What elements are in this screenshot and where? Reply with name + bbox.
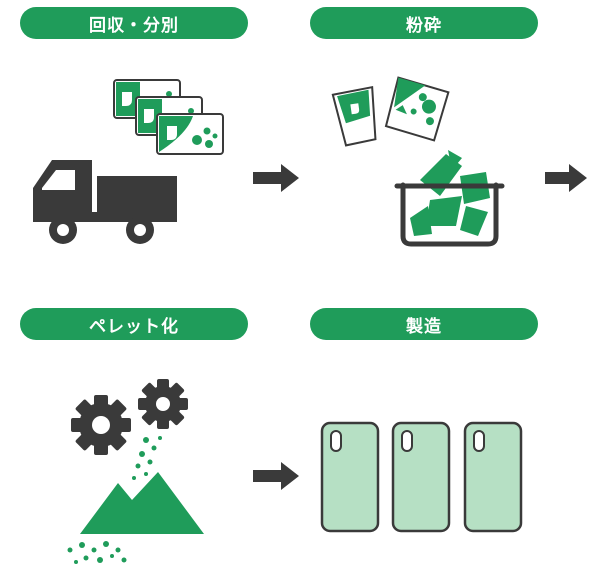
basket-icon — [394, 150, 505, 247]
gear-icon — [71, 395, 131, 455]
truck-icon — [33, 160, 177, 244]
arrow-right-icon — [545, 164, 587, 192]
cards-icon — [113, 79, 224, 155]
phone-case-icon — [320, 421, 380, 533]
phone-case-icon — [391, 421, 451, 533]
gear-icon — [138, 379, 188, 429]
step-label-collection: 回収・分別 — [20, 7, 248, 39]
step-label-crushing: 粉砕 — [310, 7, 538, 39]
pellet-mountain-icon — [67, 436, 204, 564]
phone-case-icon — [463, 421, 523, 533]
crushed-pieces-icon — [331, 76, 450, 147]
step-label-pelletizing: ペレット化 — [20, 308, 248, 340]
arrow-right-icon — [253, 164, 299, 192]
step-label-manufacturing: 製造 — [310, 308, 538, 340]
arrow-right-icon — [253, 462, 299, 490]
